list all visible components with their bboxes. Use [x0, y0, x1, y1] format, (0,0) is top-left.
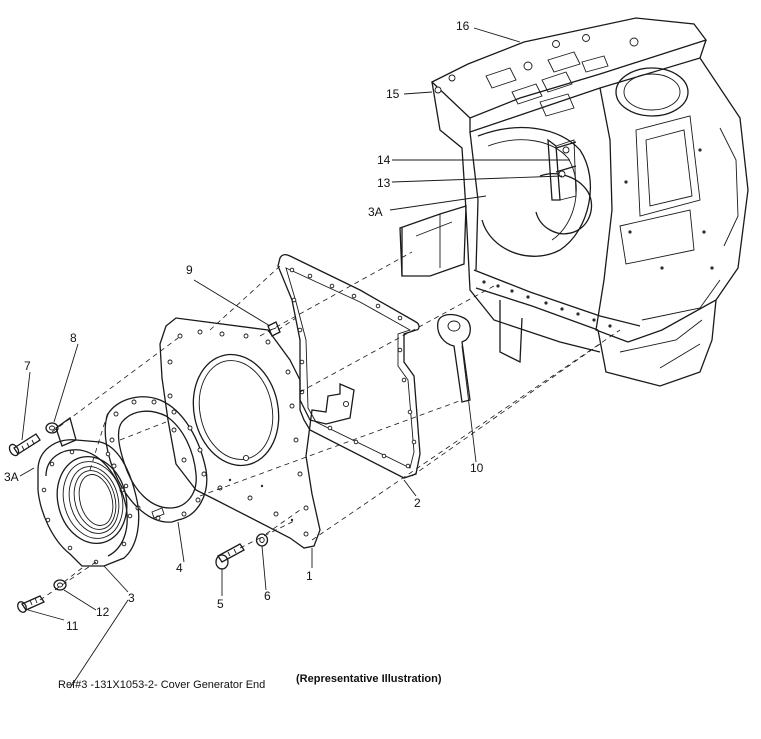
alignment-lines [39, 251, 621, 601]
part-3-generator-end-cover [37, 416, 140, 567]
callout-3: 3 [128, 591, 135, 605]
callout-9: 9 [186, 263, 193, 277]
callout-14: 14 [377, 153, 391, 167]
part-11-capscrew [17, 595, 45, 613]
part-9-fitting [267, 321, 281, 337]
callout-13: 13 [377, 176, 391, 190]
part-3a-housing-block [399, 205, 467, 277]
part-7-capscrew [8, 433, 41, 457]
callout-6: 6 [264, 589, 271, 603]
callout-8: 8 [70, 331, 77, 345]
callout-4: 4 [176, 561, 183, 575]
part-8-washer [45, 422, 59, 434]
reference-caption: Ref#3 -131X1053-2- Cover Generator End [58, 679, 266, 691]
engine-block [430, 17, 749, 387]
callout-16: 16 [456, 19, 470, 33]
callout-15: 15 [386, 87, 400, 101]
callout-5: 5 [217, 597, 224, 611]
part-4-spacer-ring [104, 396, 208, 523]
part-1-adapter-plate [159, 317, 355, 549]
callout-12: 12 [96, 605, 110, 619]
callout-7: 7 [24, 359, 31, 373]
representative-illustration-caption: (Representative Illustration) [296, 673, 442, 685]
part-5-capscrew [215, 543, 245, 570]
part-2-gasket [277, 254, 421, 479]
callout-3a-left: 3A [4, 470, 19, 484]
part-13-14-studs [555, 141, 577, 178]
callout-11: 11 [66, 619, 79, 633]
callout-1: 1 [306, 569, 313, 583]
part-10-bracket [437, 313, 471, 403]
leader-lines [19, 27, 570, 689]
callout-3a-block: 3A [368, 205, 383, 219]
callout-2: 2 [414, 496, 421, 510]
part-6-washer [255, 533, 269, 547]
callout-10: 10 [470, 461, 484, 475]
